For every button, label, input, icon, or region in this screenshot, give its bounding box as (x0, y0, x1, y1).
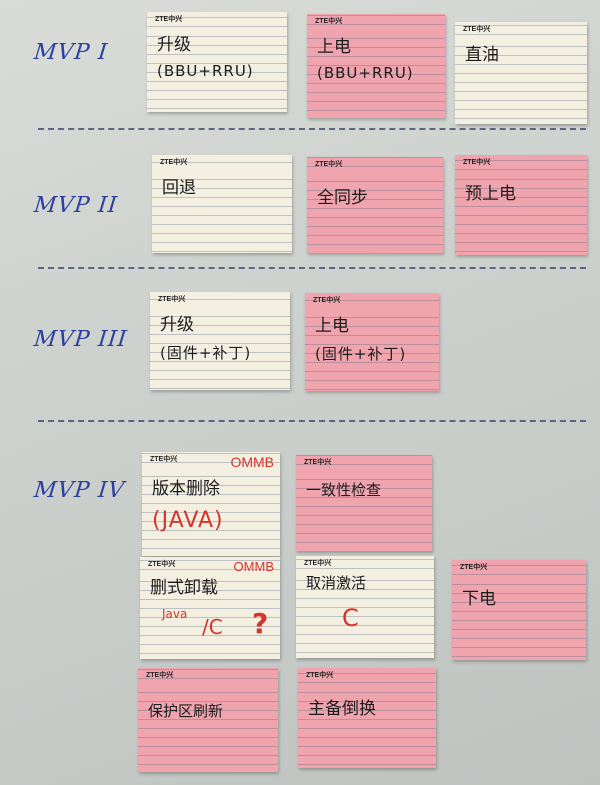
card-subtitle: (固件+补丁) (160, 344, 252, 362)
card-subtitle: (JAVA) (152, 508, 224, 533)
card-subtitle: (BBU+RRU) (157, 62, 254, 80)
brand-logo: ZTE中兴 (306, 672, 334, 679)
card-java-note: Java (162, 607, 188, 621)
task-card[interactable]: ZTE中兴 升级 (固件+补丁) (150, 292, 290, 390)
brand-logo: ZTE中兴 (155, 16, 183, 23)
brand-logo: ZTE中兴 (463, 26, 491, 33)
brand-logo: ZTE中兴 (160, 159, 188, 166)
card-title: 保护区刷新 (148, 702, 224, 720)
task-card[interactable]: ZTE中兴 直油 (455, 22, 587, 124)
card-c-note: C (342, 604, 359, 632)
task-card[interactable]: ZTE中兴 一致性检查 (296, 455, 432, 551)
card-title: 升级 (160, 315, 194, 335)
task-card[interactable]: ZTE中兴 全同步 (307, 157, 443, 253)
row-label-mvp-2: MVP II (32, 193, 119, 218)
card-subtitle: (固件+补丁) (315, 345, 407, 363)
task-card[interactable]: ZTE中兴 下电 (452, 560, 586, 660)
brand-logo: ZTE中兴 (150, 456, 178, 463)
brand-logo: ZTE中兴 (304, 560, 332, 567)
card-title: 预上电 (465, 184, 516, 204)
card-title: 回退 (162, 178, 196, 198)
task-card[interactable]: ZTE中兴 上电 (BBU+RRU) (307, 14, 445, 118)
card-title: 版本删除 (152, 479, 220, 499)
card-title: 上电 (315, 316, 349, 336)
card-title: 上电 (317, 37, 351, 57)
task-card[interactable]: ZTE中兴 上电 (固件+补丁) (305, 293, 439, 391)
task-card[interactable]: ZTE中兴 预上电 (455, 155, 587, 255)
task-card[interactable]: ZTE中兴 保护区刷新 (138, 668, 278, 772)
row-divider (38, 128, 586, 130)
card-title: 升级 (157, 35, 191, 55)
brand-logo: ZTE中兴 (313, 297, 341, 304)
brand-logo: ZTE中兴 (315, 161, 343, 168)
brand-logo: ZTE中兴 (146, 672, 174, 679)
card-title: 全同步 (317, 188, 368, 208)
brand-logo: ZTE中兴 (148, 561, 176, 568)
task-card[interactable]: ZTE中兴 主备倒换 (298, 668, 436, 768)
brand-logo: ZTE中兴 (463, 159, 491, 166)
task-card[interactable]: ZTE中兴 OMMB 版本删除 (JAVA) (142, 452, 280, 556)
card-title: 删式卸载 (150, 578, 218, 598)
row-label-mvp-4: MVP IV (32, 478, 127, 503)
ommb-note: OMMB (233, 559, 274, 574)
task-card[interactable]: ZTE中兴 OMMB 删式卸载 Java /C ? (140, 557, 280, 659)
brand-logo: ZTE中兴 (304, 459, 332, 466)
card-c-note: /C (202, 615, 223, 639)
question-mark-icon: ? (252, 607, 269, 640)
card-title: 直油 (465, 45, 499, 65)
row-divider (38, 267, 586, 269)
ommb-note: OMMB (230, 454, 274, 470)
card-title: 取消激活 (306, 574, 367, 592)
card-title: 一致性检查 (306, 481, 382, 499)
brand-logo: ZTE中兴 (460, 564, 488, 571)
brand-logo: ZTE中兴 (315, 18, 343, 25)
row-label-mvp-3: MVP III (32, 327, 129, 352)
task-card[interactable]: ZTE中兴 回退 (152, 155, 292, 253)
card-title: 主备倒换 (308, 699, 376, 719)
task-card[interactable]: ZTE中兴 取消激活 C (296, 556, 434, 658)
row-divider (38, 420, 586, 422)
brand-logo: ZTE中兴 (158, 296, 186, 303)
card-title: 下电 (462, 589, 496, 609)
card-subtitle: (BBU+RRU) (317, 64, 414, 82)
row-label-mvp-1: MVP I (32, 40, 110, 65)
task-card[interactable]: ZTE中兴 升级 (BBU+RRU) (147, 12, 287, 112)
